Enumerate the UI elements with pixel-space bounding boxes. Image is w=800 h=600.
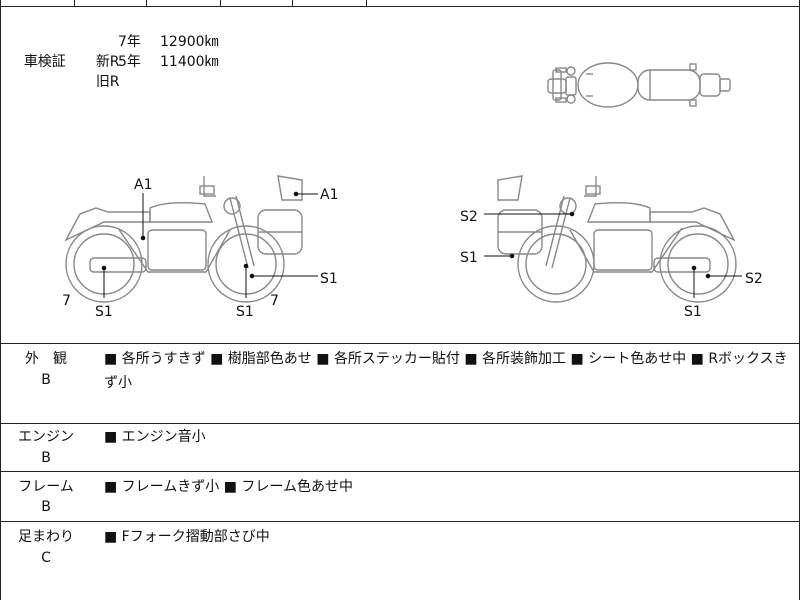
old-years: 5年: [118, 54, 141, 70]
damage-label: S1: [236, 304, 254, 320]
motorcycle-top-view-icon: [547, 62, 731, 108]
section-divider: [0, 471, 800, 472]
old-r-label: 旧R: [95, 74, 120, 90]
motorcycle-right-view-icon: [497, 175, 737, 303]
damage-label: A1: [320, 187, 338, 203]
damage-markers-left: [101, 191, 318, 298]
damage-point: [691, 265, 697, 271]
damage-point: [101, 265, 107, 271]
section-divider: [0, 343, 800, 344]
section-notes: ■ Fフォーク摺動部さび中: [104, 529, 270, 545]
damage-label: A1: [134, 177, 152, 193]
damage-point: [249, 273, 255, 279]
new-mileage: 12900㎞: [160, 34, 219, 50]
table-divider: [74, 0, 75, 6]
section-grade: B: [41, 499, 51, 515]
table-divider: [366, 0, 367, 6]
damage-label: S2: [460, 209, 478, 225]
old-reading: 旧R: [78, 52, 120, 112]
damage-point: [569, 211, 575, 217]
damage-label: 7: [62, 293, 71, 309]
section-notes: ■ エンジン音小: [104, 429, 206, 445]
old-mileage: 11400㎞: [160, 54, 219, 70]
section-grade: B: [41, 372, 51, 388]
damage-point: [293, 191, 299, 197]
top-table-border: [0, 6, 800, 7]
damage-label: S1: [95, 304, 113, 320]
damage-diagram: A1 A1 S1 S1 S1 7 7 S2 S1 S1 S2: [62, 62, 763, 320]
left-border: [0, 0, 1, 600]
section-name: フレーム: [18, 479, 74, 495]
damage-label: S1: [320, 271, 338, 287]
damage-label: S1: [684, 304, 702, 320]
section-name: 外 観: [25, 351, 67, 367]
new-reading: 新R: [78, 32, 120, 92]
section-grade: C: [41, 550, 51, 566]
table-divider: [146, 0, 147, 6]
damage-label: S1: [460, 250, 478, 266]
section-name: 足まわり: [18, 529, 74, 545]
new-years: 7年: [118, 34, 141, 50]
table-divider: [292, 0, 293, 6]
section-divider: [0, 423, 800, 424]
certificate-block: 車検証: [6, 32, 66, 92]
section-notes: ■ 各所うすきず ■ 樹脂部色あせ ■ 各所ステッカー貼付 ■ 各所装飾加工 ■…: [104, 351, 788, 391]
new-r-label: 新R: [95, 54, 120, 70]
damage-label: S2: [745, 271, 763, 287]
damage-point: [705, 273, 711, 279]
section-name: エンジン: [18, 429, 74, 445]
damage-point: [509, 253, 515, 259]
section-divider: [0, 521, 800, 522]
damage-label: 7: [270, 293, 279, 309]
section-grade: B: [41, 450, 51, 466]
certificate-label: 車検証: [23, 54, 66, 70]
damage-point: [140, 235, 146, 241]
section-notes: ■ フレームきず小 ■ フレーム色あせ中: [104, 479, 353, 495]
damage-point: [243, 263, 249, 269]
table-divider: [220, 0, 221, 6]
motorcycle-left-view-icon: [64, 175, 303, 303]
damage-markers-right: [484, 211, 742, 298]
